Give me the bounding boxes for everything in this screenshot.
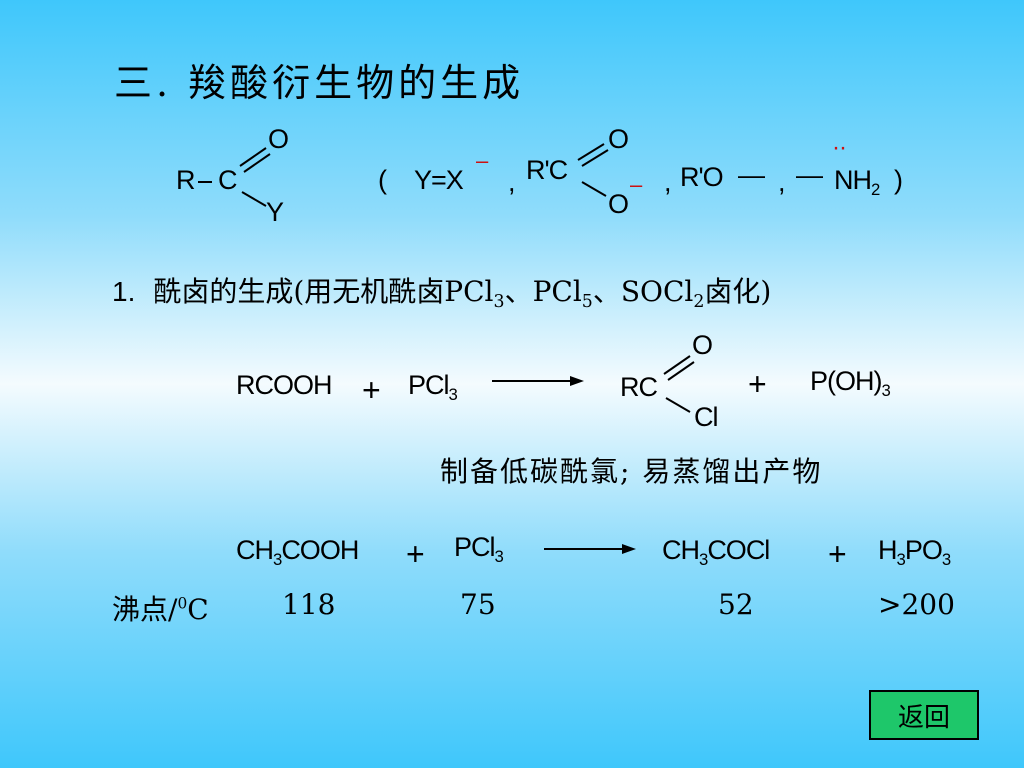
- single-bond: [198, 181, 212, 183]
- carboxylate-charge: –: [630, 172, 642, 197]
- alkoxy-ro: R'O: [680, 162, 724, 192]
- carboxylate-rc: R'C: [526, 155, 568, 185]
- reactant-pcl3: PCl3: [408, 370, 458, 404]
- heading-text: 酰卤的生成(用无机酰卤PCl: [153, 275, 494, 308]
- plus-sign: +: [748, 366, 767, 402]
- carboxylate-o-bottom: O: [608, 189, 629, 219]
- boiling-point-label: 沸点/0C: [112, 593, 209, 626]
- product-phosphorous-acid: H3PO3: [878, 535, 951, 569]
- reaction-arrow: [492, 376, 584, 386]
- section-number: 1.: [112, 276, 136, 307]
- reaction-note: 制备低碳酰氯; 易蒸馏出产物: [440, 455, 823, 488]
- single-bond-y: [241, 191, 267, 207]
- boiling-point-pcl3: 75: [460, 588, 496, 621]
- plus-sign: +: [406, 536, 425, 572]
- product-acetyl-chloride: CH3COCl: [662, 535, 770, 569]
- oxygen-atom: O: [268, 124, 289, 154]
- paren-open: (: [378, 165, 387, 195]
- heading-text: 、SOCl: [592, 275, 694, 308]
- boiling-point-acetic-acid: 118: [282, 588, 336, 621]
- alkoxy-bond: —: [738, 160, 765, 190]
- reactant-pcl3: PCl3: [454, 532, 504, 566]
- acyl-double-bond: [663, 355, 695, 381]
- plus-sign: +: [828, 536, 847, 572]
- carboxylate-single-bond: [581, 181, 607, 197]
- boiling-point-acetyl-chloride: 52: [718, 588, 754, 621]
- heading-text: 、PCl: [504, 275, 582, 308]
- product-chlorine: Cl: [694, 402, 718, 432]
- carbon-atom: C: [218, 165, 237, 195]
- byproduct-p-oh-3: P(OH)3: [810, 366, 891, 400]
- comma: ,: [508, 167, 515, 197]
- negative-charge: –: [476, 148, 488, 173]
- y-equals-x: Y=X: [414, 165, 464, 195]
- back-button[interactable]: 返回: [869, 690, 979, 740]
- heading-text: 卤化): [704, 275, 772, 308]
- section-heading: 1.酰卤的生成(用无机酰卤PCl3、PCl5、SOCl2卤化): [112, 275, 772, 313]
- carboxylate-o-top: O: [608, 124, 629, 154]
- reactant-acetic-acid: CH3COOH: [236, 535, 359, 569]
- plus-sign: +: [362, 372, 381, 408]
- acyl-cl-bond: [665, 397, 691, 413]
- slide-title: 三. 羧酸衍生物的生成: [114, 61, 525, 105]
- comma: ,: [778, 167, 785, 197]
- comma: ,: [664, 167, 671, 197]
- amino-bond: —: [796, 160, 823, 190]
- amino-group: NH2: [834, 165, 880, 199]
- reaction-arrow: [544, 544, 636, 554]
- carboxylate-double-bond: [577, 143, 609, 167]
- paren-close: ): [894, 165, 903, 195]
- product-rc: RC: [620, 372, 658, 402]
- lone-pair-dots: ··: [832, 134, 847, 161]
- double-bond: [239, 147, 271, 173]
- product-oxygen: O: [692, 330, 713, 360]
- boiling-point-h3po3: >200: [878, 588, 955, 621]
- reactant-rcooh: RCOOH: [236, 370, 332, 400]
- r-group: R: [176, 165, 195, 195]
- y-group: Y: [266, 197, 284, 227]
